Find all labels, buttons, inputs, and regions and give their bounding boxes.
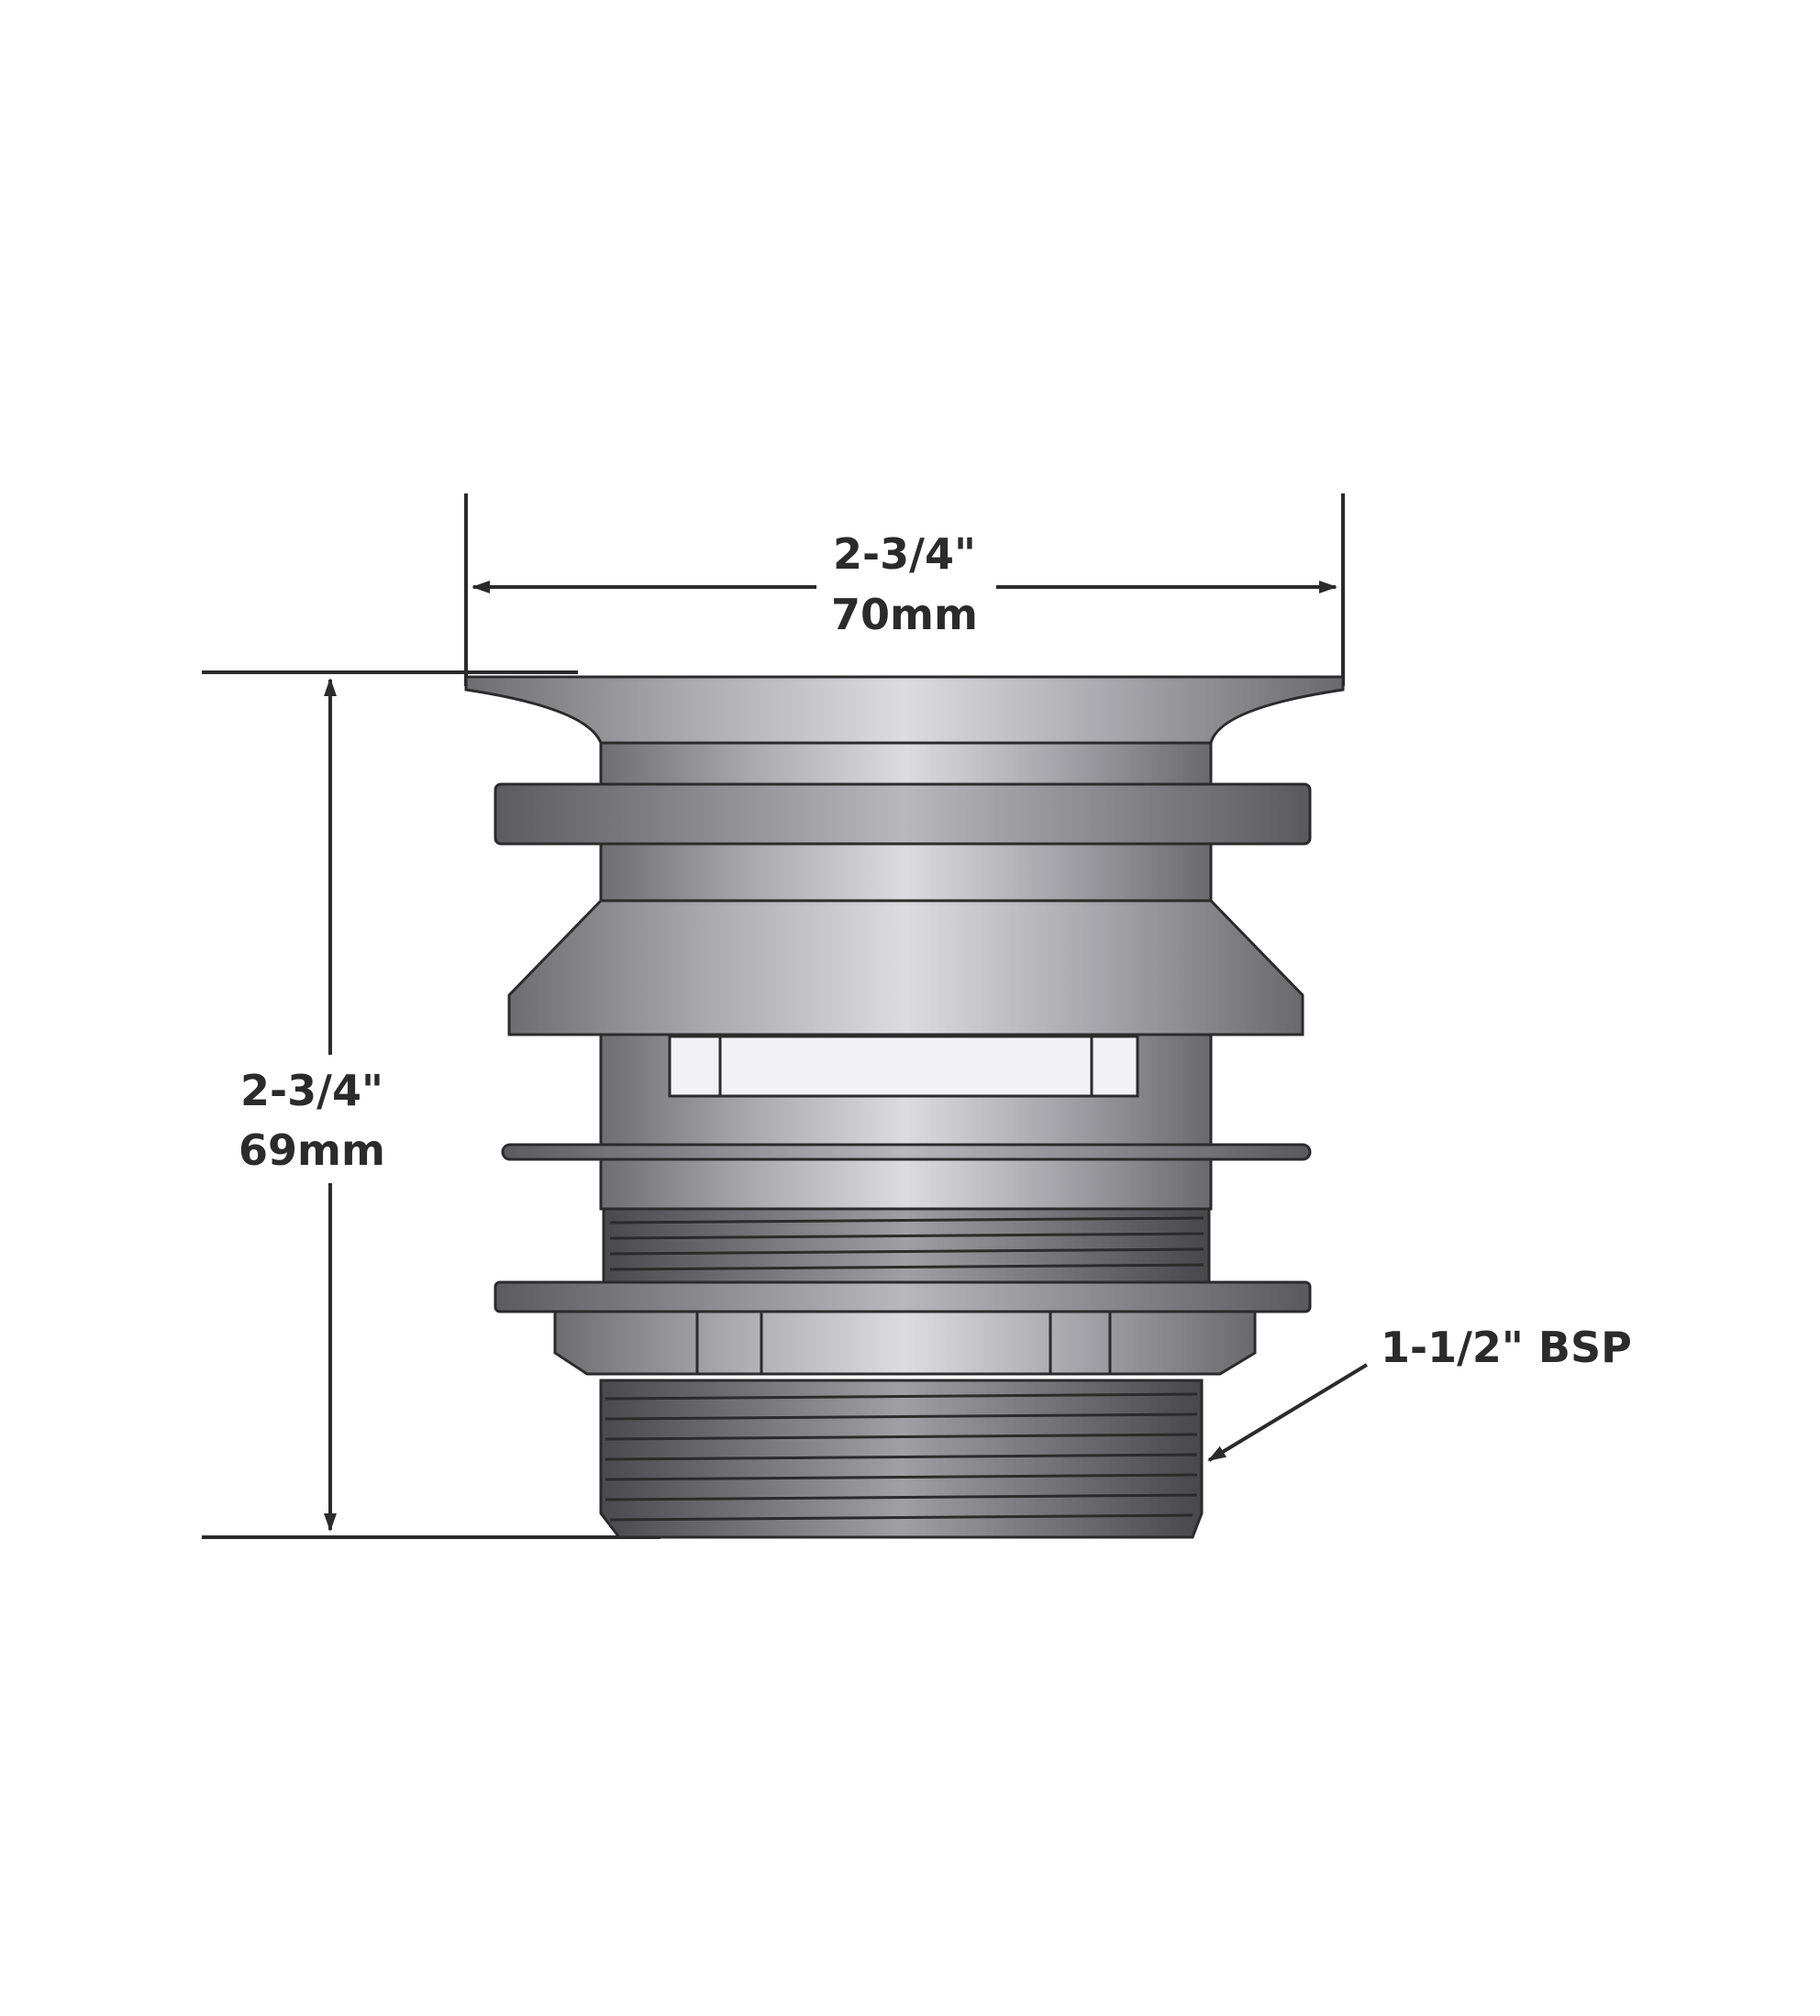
conical-collar [507, 899, 1304, 1036]
thread-callout-label: 1-1/2" BSP [1381, 1323, 1632, 1372]
thin-ring [501, 1143, 1312, 1161]
body-section [599, 842, 1213, 903]
height-imperial-label: 2-3/4" [240, 1066, 383, 1115]
hex-nut [553, 1310, 1257, 1376]
top-flange [464, 675, 1345, 745]
thread-callout: 1-1/2" BSP [1207, 1323, 1632, 1462]
width-metric-label: 70mm [831, 590, 978, 639]
width-imperial-label: 2-3/4" [833, 529, 976, 579]
overflow-slot [668, 1035, 1139, 1098]
thread-callout-arrow [1207, 1363, 1369, 1462]
upper-threads [602, 1207, 1211, 1284]
lower-threads [599, 1379, 1204, 1539]
height-dimension: 2-3/4" 69mm [202, 670, 660, 1539]
upper-body [599, 741, 1213, 786]
washer [494, 1280, 1312, 1313]
width-dimension: 2-3/4" 70mm [464, 493, 1345, 686]
height-metric-label: 69mm [239, 1125, 385, 1175]
collar-ring-upper [494, 782, 1312, 846]
drain-fitting [464, 675, 1345, 1539]
